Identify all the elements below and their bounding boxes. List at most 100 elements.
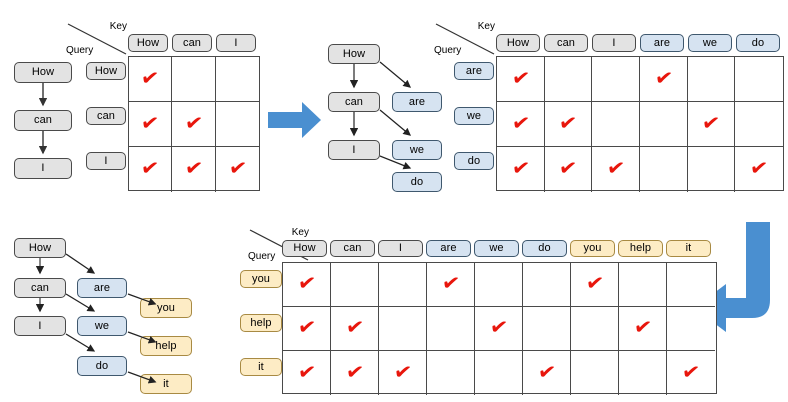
cell bbox=[735, 102, 784, 147]
cell: ✔ bbox=[640, 57, 688, 102]
cell: ✔ bbox=[497, 147, 545, 192]
key-header-chip: are bbox=[640, 34, 684, 52]
key-header-chip: How bbox=[282, 240, 327, 257]
check-icon: ✔ bbox=[344, 358, 365, 385]
top-left-tree-panel: How can I bbox=[14, 62, 84, 180]
key-header-chip: are bbox=[426, 240, 471, 257]
tree-node-do: do bbox=[392, 172, 442, 192]
tree-node-can: can bbox=[328, 92, 380, 112]
tree-node-do: do bbox=[77, 356, 127, 376]
key-query-corner-2: Key Query bbox=[434, 21, 496, 56]
cell: ✔ bbox=[619, 307, 667, 351]
table-row: ✔ ✔ ✔ bbox=[497, 102, 784, 147]
matrix2-key-headers: How can I are we do bbox=[496, 34, 780, 52]
key-header-chip: I bbox=[216, 34, 256, 52]
cell bbox=[544, 57, 593, 102]
cell: ✔ bbox=[571, 263, 619, 307]
cell bbox=[619, 263, 667, 307]
key-header-chip: it bbox=[666, 240, 711, 257]
query-axis-label: Query bbox=[434, 45, 462, 56]
check-icon: ✔ bbox=[296, 313, 317, 341]
key-header-chip: help bbox=[618, 240, 663, 257]
check-icon: ✔ bbox=[700, 109, 722, 136]
bottom-matrix-panel: How can I are we do you help it you help… bbox=[240, 240, 720, 395]
cell: ✔ bbox=[129, 102, 173, 147]
arrow-right-icon bbox=[268, 100, 322, 140]
query-axis-label: Query bbox=[66, 45, 94, 56]
cell bbox=[571, 307, 619, 351]
cell bbox=[667, 307, 715, 351]
check-icon: ✔ bbox=[344, 313, 365, 341]
cell bbox=[592, 57, 641, 102]
tree-node-are: are bbox=[77, 278, 127, 298]
tree-node-i: I bbox=[328, 140, 380, 160]
cell bbox=[640, 147, 688, 192]
check-icon: ✔ bbox=[557, 109, 579, 136]
check-icon: ✔ bbox=[510, 109, 531, 136]
tree-node-can: can bbox=[14, 110, 72, 131]
check-icon: ✔ bbox=[183, 109, 204, 136]
key-header-chip: we bbox=[474, 240, 519, 257]
query-row-chip: help bbox=[240, 314, 282, 332]
check-icon: ✔ bbox=[296, 358, 317, 385]
check-icon: ✔ bbox=[536, 358, 557, 385]
matrix1-grid: ✔ ✔ ✔ ✔ ✔ ✔ bbox=[128, 56, 260, 192]
key-header-chip: you bbox=[570, 240, 615, 257]
tree-node-how: How bbox=[328, 44, 380, 64]
cell: ✔ bbox=[523, 351, 571, 395]
check-icon: ✔ bbox=[139, 154, 161, 182]
top-right-matrix-panel: How can I are we do are we do ✔ ✔ ✔ ✔ ✔ … bbox=[454, 34, 784, 192]
tree-node-i: I bbox=[14, 158, 72, 179]
cell: ✔ bbox=[283, 351, 331, 395]
matrix3-key-headers: How can I are we do you help it bbox=[282, 240, 711, 257]
cell bbox=[592, 102, 641, 147]
table-row: ✔ ✔ ✔ ✔ bbox=[497, 147, 783, 192]
matrix2-grid: ✔ ✔ ✔ ✔ ✔ ✔ ✔ ✔ ✔ bbox=[496, 56, 784, 192]
cell bbox=[640, 102, 688, 147]
key-query-corner-1: Key Query bbox=[66, 21, 128, 56]
tree-arrows bbox=[35, 253, 157, 384]
check-icon: ✔ bbox=[510, 64, 531, 91]
cell: ✔ bbox=[129, 57, 173, 102]
matrix1-key-headers: How can I bbox=[128, 34, 256, 52]
cell: ✔ bbox=[475, 307, 523, 351]
check-icon: ✔ bbox=[392, 358, 413, 385]
tree-node-how: How bbox=[14, 238, 66, 258]
cell: ✔ bbox=[379, 351, 427, 395]
query-axis-label: Query bbox=[248, 251, 276, 262]
key-axis-label: Key bbox=[477, 21, 495, 32]
check-icon: ✔ bbox=[510, 154, 531, 182]
cell: ✔ bbox=[687, 102, 736, 147]
table-row: ✔ ✔ bbox=[129, 102, 260, 147]
query-row-chip: can bbox=[86, 107, 126, 125]
key-header-chip: can bbox=[544, 34, 588, 52]
check-icon: ✔ bbox=[584, 269, 605, 297]
cell bbox=[427, 307, 475, 351]
cell bbox=[523, 307, 571, 351]
matrix3-grid: ✔ ✔ ✔ ✔ ✔ ✔ ✔ ✔ ✔ ✔ ✔ bbox=[282, 262, 717, 395]
query-row-chip: are bbox=[454, 62, 494, 80]
cell bbox=[571, 351, 619, 395]
key-header-chip: How bbox=[128, 34, 168, 52]
table-row: ✔ ✔ ✔ ✔ bbox=[283, 307, 716, 351]
cell bbox=[619, 351, 667, 395]
query-row-chip: it bbox=[240, 358, 282, 376]
cell bbox=[379, 307, 427, 351]
cell: ✔ bbox=[129, 147, 173, 192]
query-row-chip: you bbox=[240, 270, 282, 288]
check-icon: ✔ bbox=[183, 154, 204, 182]
cell bbox=[475, 263, 523, 307]
cell: ✔ bbox=[283, 307, 331, 351]
check-icon: ✔ bbox=[680, 358, 702, 385]
cell: ✔ bbox=[331, 351, 379, 395]
cell: ✔ bbox=[427, 263, 475, 307]
check-icon: ✔ bbox=[653, 64, 674, 91]
cell bbox=[667, 263, 715, 307]
bottom-left-tree-panel: How can I are we do you help it bbox=[14, 238, 204, 394]
check-icon: ✔ bbox=[440, 269, 461, 297]
tree-arrows bbox=[349, 61, 412, 170]
cell bbox=[475, 351, 523, 395]
cell bbox=[379, 263, 427, 307]
check-icon: ✔ bbox=[227, 154, 248, 182]
table-row: ✔ ✔ ✔ bbox=[283, 263, 716, 307]
